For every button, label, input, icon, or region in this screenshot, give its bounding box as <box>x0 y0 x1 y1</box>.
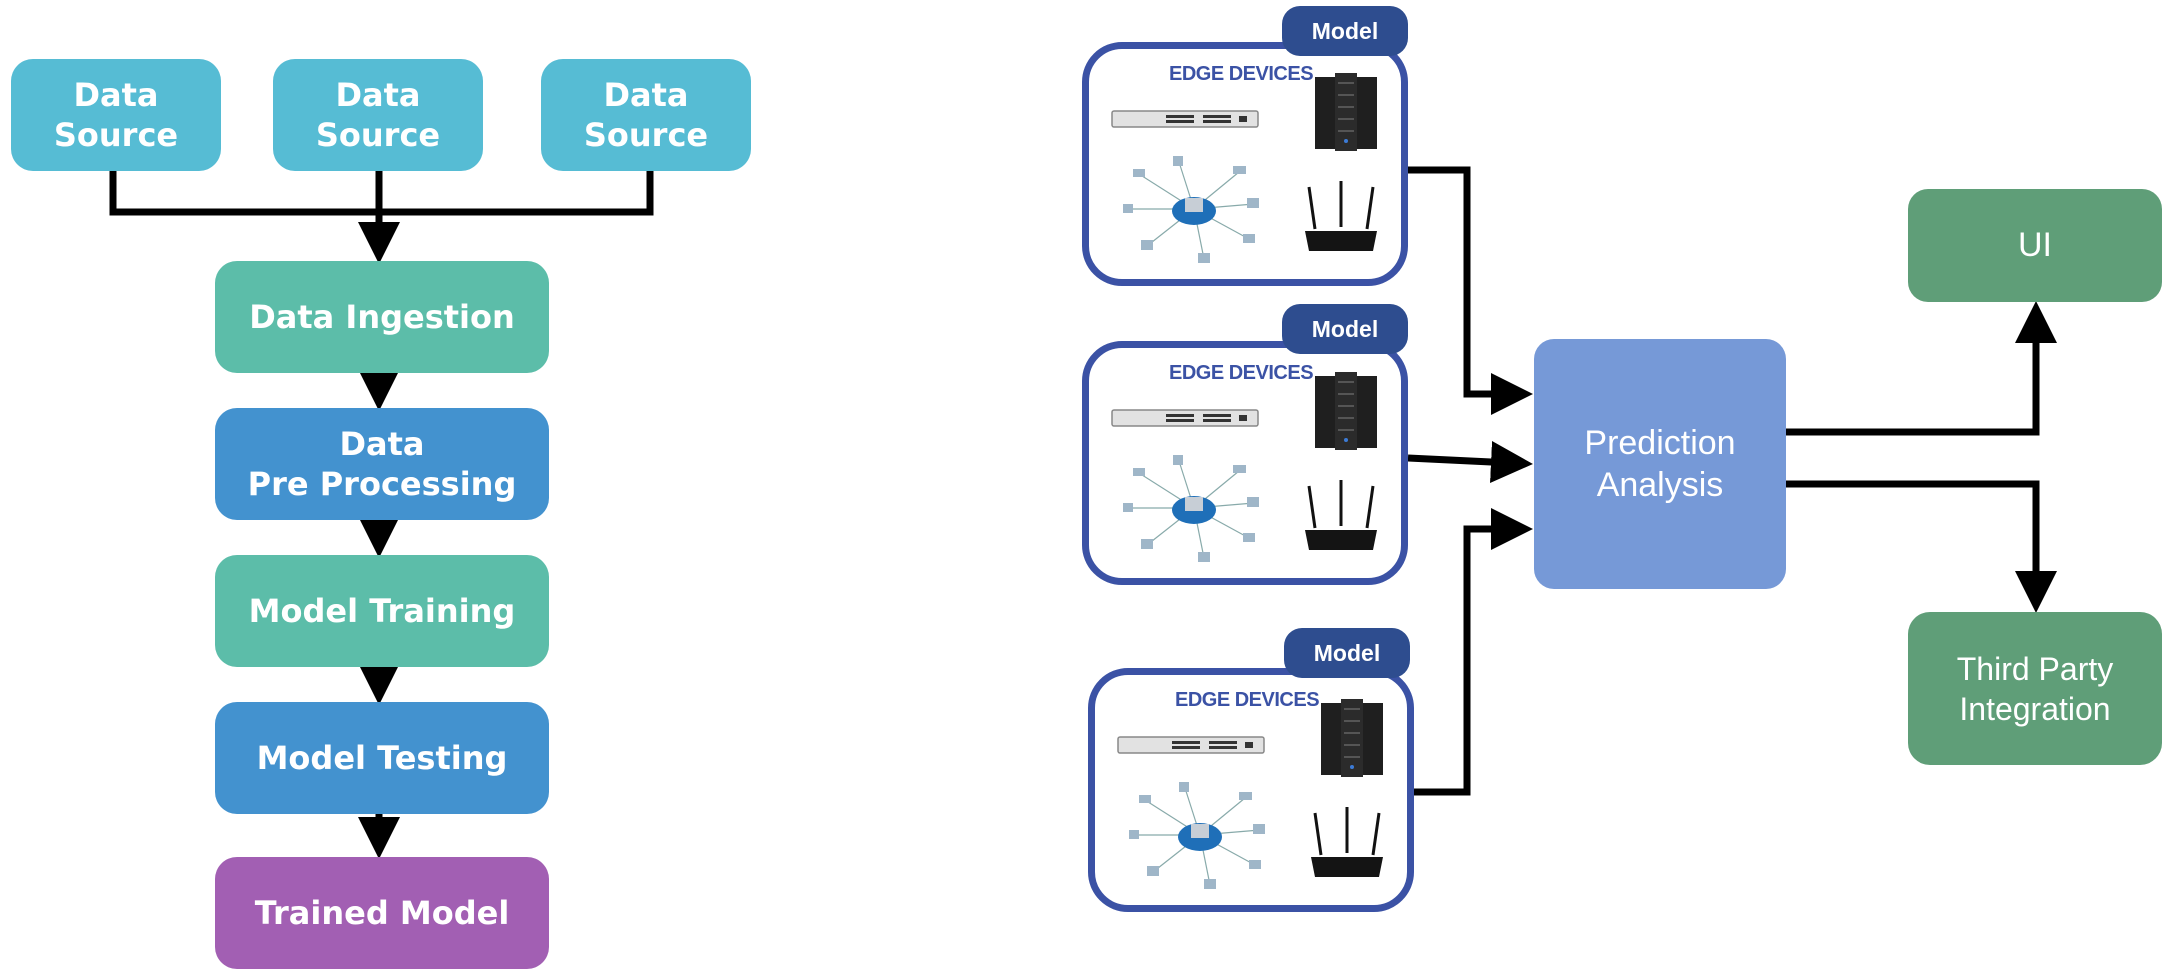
edge-devices-label: EDGE DEVICES <box>1169 362 1314 384</box>
model-tag-label: Model <box>1311 315 1379 342</box>
step-label: Trained Model <box>254 894 510 932</box>
flow-arrow <box>1786 301 2057 436</box>
network-switch-icon <box>1111 409 1259 427</box>
network-topology-icon <box>1123 156 1259 263</box>
data-source-label: Data Source <box>583 76 709 154</box>
model-tag: Model <box>1282 304 1408 354</box>
network-switch-icon <box>1117 736 1265 754</box>
step-label: Data Pre Processing <box>247 425 517 503</box>
data-ingestion-box: Data Ingestion <box>215 261 549 373</box>
prediction-analysis-label: Prediction Analysis <box>1584 423 1736 505</box>
server-rack-icon <box>1315 73 1377 151</box>
model-tag: Model <box>1282 6 1408 56</box>
third-party-integration-box: Third Party Integration <box>1908 612 2162 765</box>
edge-devices-label: EDGE DEVICES <box>1175 689 1320 711</box>
network-topology-icon <box>1123 455 1259 562</box>
model-training-box: Model Training <box>215 555 549 667</box>
step-label: Model Training <box>248 592 516 630</box>
edge-devices-label: EDGE DEVICES <box>1169 63 1314 85</box>
data-source-box: Data Source <box>541 59 751 171</box>
edge-device-group: EDGE DEVICES <box>1088 668 1414 912</box>
step-label: Model Testing <box>256 739 508 777</box>
data-source-box: Data Source <box>11 59 221 171</box>
network-switch-icon <box>1111 110 1259 128</box>
step-label: Data Ingestion <box>249 298 515 336</box>
trained-model-box: Trained Model <box>215 857 549 969</box>
model-tag-label: Model <box>1313 639 1381 666</box>
server-rack-icon <box>1315 372 1377 450</box>
wifi-router-icon <box>1305 480 1377 550</box>
edge-device-group: EDGE DEVICES <box>1082 42 1408 286</box>
data-preprocessing-box: Data Pre Processing <box>215 408 549 520</box>
flow-arrow <box>1408 166 1533 415</box>
ui-box: UI <box>1908 189 2162 302</box>
ui-label: UI <box>2018 226 2052 265</box>
model-testing-box: Model Testing <box>215 702 549 814</box>
flow-arrow <box>1414 508 1533 796</box>
third-party-label: Third Party Integration <box>1956 650 2114 727</box>
wifi-router-icon <box>1305 181 1377 251</box>
network-topology-icon <box>1129 782 1265 889</box>
prediction-analysis-box: Prediction Analysis <box>1534 339 1786 589</box>
wifi-router-icon <box>1311 807 1383 877</box>
model-tag: Model <box>1284 628 1410 678</box>
data-source-label: Data Source <box>53 76 179 154</box>
flow-arrow <box>1786 480 2057 613</box>
data-source-box: Data Source <box>273 59 483 171</box>
model-tag-label: Model <box>1311 17 1379 44</box>
data-source-label: Data Source <box>315 76 441 154</box>
edge-device-group: EDGE DEVICES <box>1082 341 1408 585</box>
server-rack-icon <box>1321 699 1383 777</box>
flow-arrow <box>1407 441 1533 483</box>
